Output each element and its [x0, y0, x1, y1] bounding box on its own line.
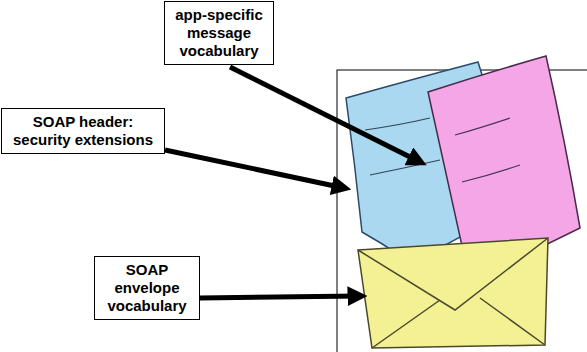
envelope	[358, 238, 548, 348]
callout-box: SOAP envelope vocabulary	[94, 256, 200, 320]
leader-arrow	[165, 150, 344, 188]
envelope-flaps	[358, 238, 548, 348]
callout-text: SOAP envelope vocabulary	[103, 261, 191, 315]
callout-text: app-specific message vocabulary	[173, 6, 265, 60]
sheet-lines	[455, 118, 520, 182]
sheet-lines	[365, 118, 440, 175]
leader-arrow	[230, 67, 420, 162]
leader-arrow	[200, 296, 360, 298]
callout-box: SOAP header: security extensions	[1, 108, 165, 154]
callout-box: app-specific message vocabulary	[164, 1, 274, 65]
callout-text: SOAP header: security extensions	[10, 113, 156, 149]
